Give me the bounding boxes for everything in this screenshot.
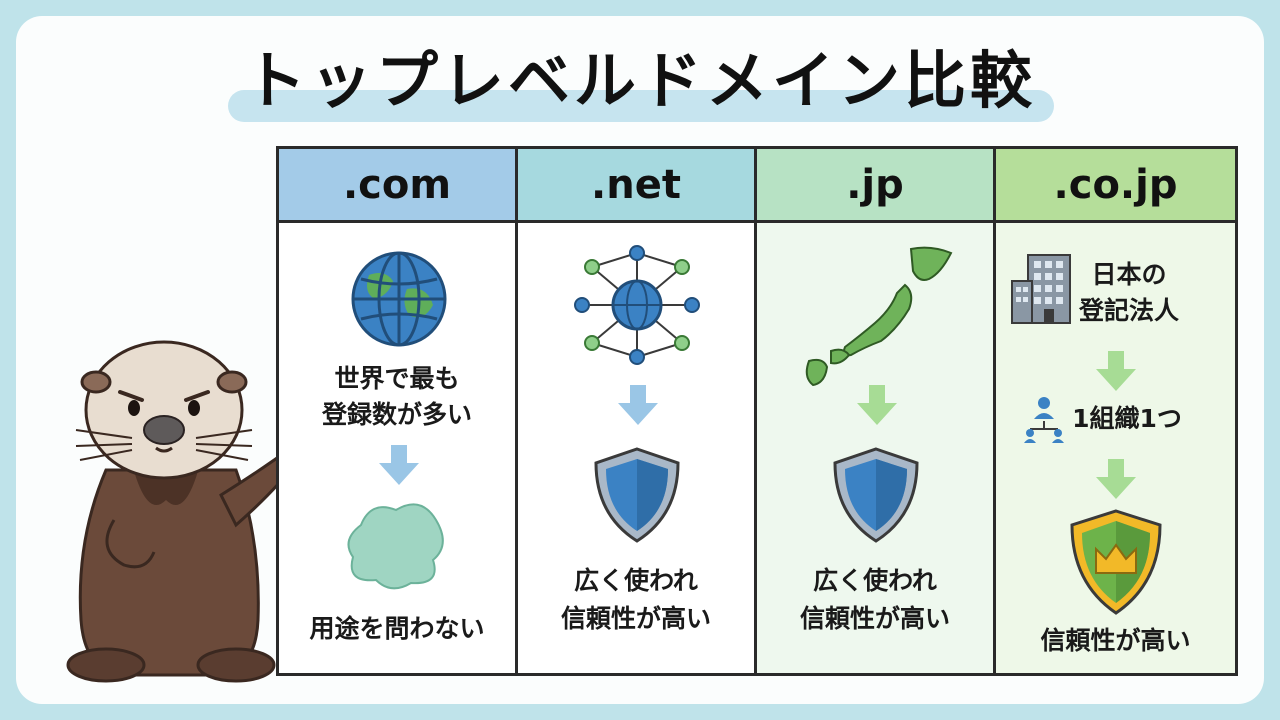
feature-line-2: 登録数が多い: [321, 400, 472, 429]
down-arrow-icon: [857, 385, 897, 425]
building-icon: [1011, 254, 1071, 324]
column-net: .net: [518, 149, 757, 673]
header-jp: .jp: [757, 149, 993, 223]
feature-line-1: 日本の: [1091, 260, 1167, 289]
body-com: 世界で最も 登録数が多い 用途を問わない: [279, 223, 515, 673]
page-title: トップレベルドメイン比較: [243, 44, 1036, 117]
down-arrow-icon: [1096, 459, 1136, 499]
column-com: .com 世界で最も 登録数が多い 用途を問わない: [279, 149, 518, 673]
comparison-table: .com 世界で最も 登録数が多い 用途を問わない: [276, 146, 1238, 676]
feature-line-1: 広く使われ: [574, 566, 698, 595]
domain-label: .co.jp: [1053, 161, 1178, 208]
network-globe-icon: [574, 245, 700, 365]
feature-line-3: 用途を問わない: [309, 614, 485, 643]
feature-line-3: 1組織1つ: [1072, 404, 1182, 433]
body-jp: 広く使われ 信頼性が高い: [757, 223, 993, 673]
feature-line-2: 信頼性が高い: [560, 604, 711, 633]
feature-line-1: 広く使われ: [813, 566, 937, 595]
title-area: トップレベルドメイン比較: [0, 0, 1280, 130]
down-arrow-icon: [1096, 351, 1136, 391]
feature-line-1: 世界で最も: [334, 364, 460, 393]
body-net: 広く使われ 信頼性が高い: [518, 223, 754, 673]
globe-icon: [351, 251, 447, 347]
down-arrow-icon: [618, 385, 658, 425]
header-net: .net: [518, 149, 754, 223]
body-cojp: 日本の 登記法人 1組織1つ 信頼性: [996, 223, 1235, 673]
feature-line-2: 信頼性が高い: [799, 604, 950, 633]
column-cojp: .co.jp 日本の 登記法人: [996, 149, 1235, 673]
header-cojp: .co.jp: [996, 149, 1235, 223]
people-org-icon: [1024, 397, 1064, 443]
domain-label: .jp: [846, 161, 904, 208]
title-highlight: [228, 90, 1054, 122]
domain-label: .net: [591, 161, 681, 208]
header-com: .com: [279, 149, 515, 223]
shield-icon: [833, 447, 919, 543]
domain-label: .com: [342, 161, 452, 208]
crown-shield-icon: [1070, 509, 1162, 615]
sea-otter-mascot: [66, 340, 302, 683]
shield-icon: [594, 447, 680, 543]
blob-icon: [347, 503, 444, 590]
down-arrow-icon: [379, 445, 419, 485]
column-jp: .jp 広く使われ 信頼性が高い: [757, 149, 996, 673]
feature-line-2: 登記法人: [1078, 296, 1179, 325]
feature-line-4: 信頼性が高い: [1040, 626, 1191, 655]
japan-map-icon: [805, 246, 953, 387]
